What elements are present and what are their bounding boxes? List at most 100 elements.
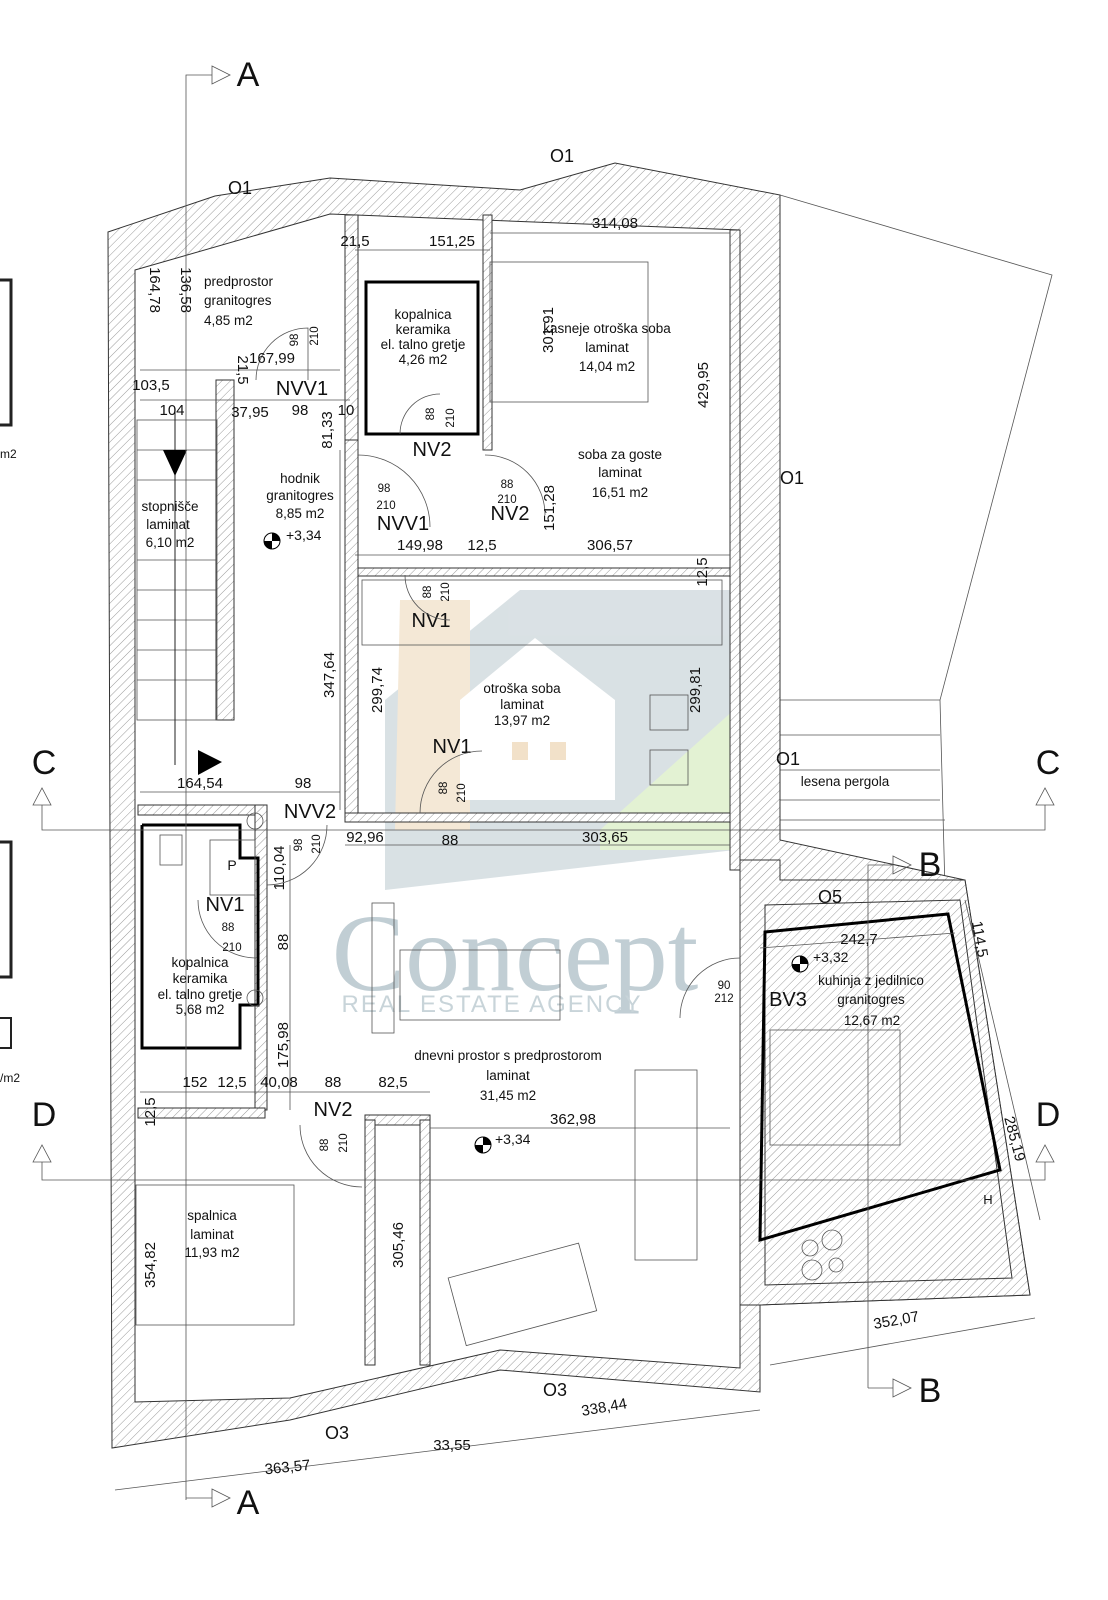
door-dimensions: 98 210 88 210 98 210 88 210 88 210 88 21… xyxy=(222,326,734,1152)
section-label-a: A xyxy=(237,56,260,94)
svg-text:210: 210 xyxy=(309,326,321,345)
section-lines xyxy=(32,65,1055,1508)
svg-text:33,55: 33,55 xyxy=(433,1437,471,1454)
room-stopnisce: stopnišče laminat 6,10 m2 xyxy=(141,499,198,550)
svg-text:88: 88 xyxy=(325,1074,342,1091)
svg-text:98: 98 xyxy=(378,483,391,495)
svg-text:299,81: 299,81 xyxy=(687,667,704,713)
window-label: O1 xyxy=(228,178,252,198)
section-label-b: B xyxy=(919,1372,942,1410)
bathroom-bottom-outline xyxy=(140,823,260,1050)
svg-text:12,67 m2: 12,67 m2 xyxy=(844,1013,900,1028)
room-kopalnica-bottom: kopalnica keramika el. talno gretje 5,68… xyxy=(158,955,243,1017)
svg-text:314,08: 314,08 xyxy=(592,215,638,232)
room-kuhinja: kuhinja z jedilnico granitogres 12,67 m2 xyxy=(818,973,924,1028)
svg-text:299,74: 299,74 xyxy=(369,667,386,713)
section-label-d: D xyxy=(1036,1096,1061,1134)
svg-text:301,91: 301,91 xyxy=(540,307,557,353)
section-label-c: C xyxy=(32,744,57,782)
svg-text:5,68 m2: 5,68 m2 xyxy=(176,1002,225,1017)
watermark-tagline: REAL ESTATE AGENCY xyxy=(342,991,643,1018)
svg-text:98: 98 xyxy=(295,775,312,792)
svg-text:12,5: 12,5 xyxy=(694,557,711,586)
svg-text:NV1: NV1 xyxy=(206,894,245,916)
svg-text:+3,34: +3,34 xyxy=(286,527,322,543)
svg-text:16,51 m2: 16,51 m2 xyxy=(592,485,648,500)
window-label: O3 xyxy=(543,1380,567,1400)
svg-text:12,5: 12,5 xyxy=(142,1097,159,1126)
svg-text:98: 98 xyxy=(292,402,309,419)
svg-text:4,26 m2: 4,26 m2 xyxy=(399,352,448,367)
svg-text:el. talno gretje: el. talno gretje xyxy=(381,337,466,352)
svg-text:164,78: 164,78 xyxy=(146,267,163,313)
svg-text:laminat: laminat xyxy=(500,697,544,712)
svg-text:+3,34: +3,34 xyxy=(495,1131,531,1147)
svg-text:predprostor: predprostor xyxy=(204,274,274,289)
room-dnevni-prostor: dnevni prostor s predprostorom laminat 3… xyxy=(414,1048,602,1103)
room-hodnik: hodnik granitogres 8,85 m2 xyxy=(266,471,334,521)
svg-text:NVV1: NVV1 xyxy=(276,378,328,400)
svg-text:88: 88 xyxy=(422,586,434,599)
edge-fragment-box xyxy=(0,840,13,979)
svg-text:NV2: NV2 xyxy=(413,439,452,461)
svg-text:167,99: 167,99 xyxy=(249,350,295,367)
window-label: O1 xyxy=(550,146,574,166)
svg-text:soba za goste: soba za goste xyxy=(578,447,662,462)
svg-text:210: 210 xyxy=(456,783,468,802)
elevation-marker: +3,34 xyxy=(474,1131,531,1154)
svg-text:21,5: 21,5 xyxy=(340,233,369,250)
svg-text:10: 10 xyxy=(338,402,355,419)
room-spalnica: spalnica laminat 11,93 m2 xyxy=(184,1208,239,1260)
svg-text:429,95: 429,95 xyxy=(695,362,712,408)
svg-text:149,98: 149,98 xyxy=(397,537,443,554)
svg-text:+3,32: +3,32 xyxy=(813,949,849,965)
svg-text:dnevni prostor s predprostorom: dnevni prostor s predprostorom xyxy=(414,1048,602,1063)
svg-text:kuhinja z jedilnico: kuhinja z jedilnico xyxy=(818,973,924,988)
svg-text:303,65: 303,65 xyxy=(582,829,628,846)
svg-text:kopalnica: kopalnica xyxy=(394,307,452,322)
svg-text:granitogres: granitogres xyxy=(266,488,334,503)
svg-text:laminat: laminat xyxy=(486,1068,530,1083)
svg-text:210: 210 xyxy=(376,500,395,512)
svg-text:152: 152 xyxy=(182,1074,207,1091)
bathroom-top-outline xyxy=(364,280,480,436)
room-kasneje-otroska-soba: kasneje otroška soba laminat 14,04 m2 xyxy=(543,321,671,374)
interior-walls xyxy=(137,214,741,1366)
svg-text:granitogres: granitogres xyxy=(837,992,905,1007)
watermark-name: Concept xyxy=(332,892,699,1014)
svg-text:114,5: 114,5 xyxy=(968,920,991,959)
svg-text:88: 88 xyxy=(275,934,292,951)
svg-text:88: 88 xyxy=(319,1139,331,1152)
svg-text:362,98: 362,98 xyxy=(550,1111,596,1128)
svg-text:103,5: 103,5 xyxy=(132,377,170,394)
svg-text:37,95: 37,95 xyxy=(231,404,269,421)
svg-text:laminat: laminat xyxy=(190,1227,234,1242)
svg-text:347,64: 347,64 xyxy=(321,652,338,698)
svg-text:175,98: 175,98 xyxy=(275,1022,292,1068)
svg-text:8,85 m2: 8,85 m2 xyxy=(276,506,325,521)
svg-text:306,57: 306,57 xyxy=(587,537,633,554)
svg-text:81,33: 81,33 xyxy=(319,411,336,449)
furniture xyxy=(135,261,901,1347)
svg-text:4,85 m2: 4,85 m2 xyxy=(204,313,253,328)
svg-text:NVV1: NVV1 xyxy=(377,513,429,535)
svg-text:NV1: NV1 xyxy=(412,610,451,632)
svg-text:98: 98 xyxy=(289,334,301,347)
svg-text:NV2: NV2 xyxy=(491,503,530,525)
kitchen-outline xyxy=(758,912,1002,1243)
dimensions: 21,5 151,25 314,08 164,78 136,58 103,5 1… xyxy=(132,215,1028,1478)
svg-text:136,58: 136,58 xyxy=(177,267,194,313)
svg-text:13,97 m2: 13,97 m2 xyxy=(494,713,550,728)
svg-text:151,28: 151,28 xyxy=(541,485,558,531)
svg-text:88: 88 xyxy=(425,408,437,421)
dimension-lines xyxy=(114,232,1041,1491)
section-label-b: B xyxy=(919,846,942,884)
section-label-c: C xyxy=(1036,744,1061,782)
svg-text:92,96: 92,96 xyxy=(346,829,384,846)
room-predprostor: predprostor granitogres 4,85 m2 xyxy=(204,274,274,328)
door-labels: NVV1 NV2 NVV1 NV2 NV1 NV1 NVV2 NV1 BV3 N… xyxy=(206,378,807,1121)
svg-text:NVV2: NVV2 xyxy=(284,801,336,823)
window-label: O3 xyxy=(325,1423,349,1443)
svg-text:210: 210 xyxy=(440,582,452,601)
